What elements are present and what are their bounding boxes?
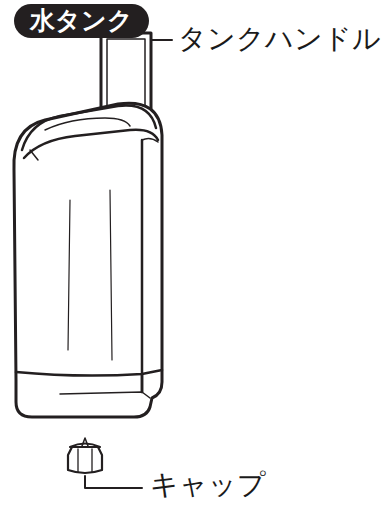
part-label: タンクハンドル bbox=[178, 22, 381, 56]
part-label: キャップ bbox=[150, 468, 266, 502]
title-badge: 水タンク bbox=[14, 4, 149, 38]
